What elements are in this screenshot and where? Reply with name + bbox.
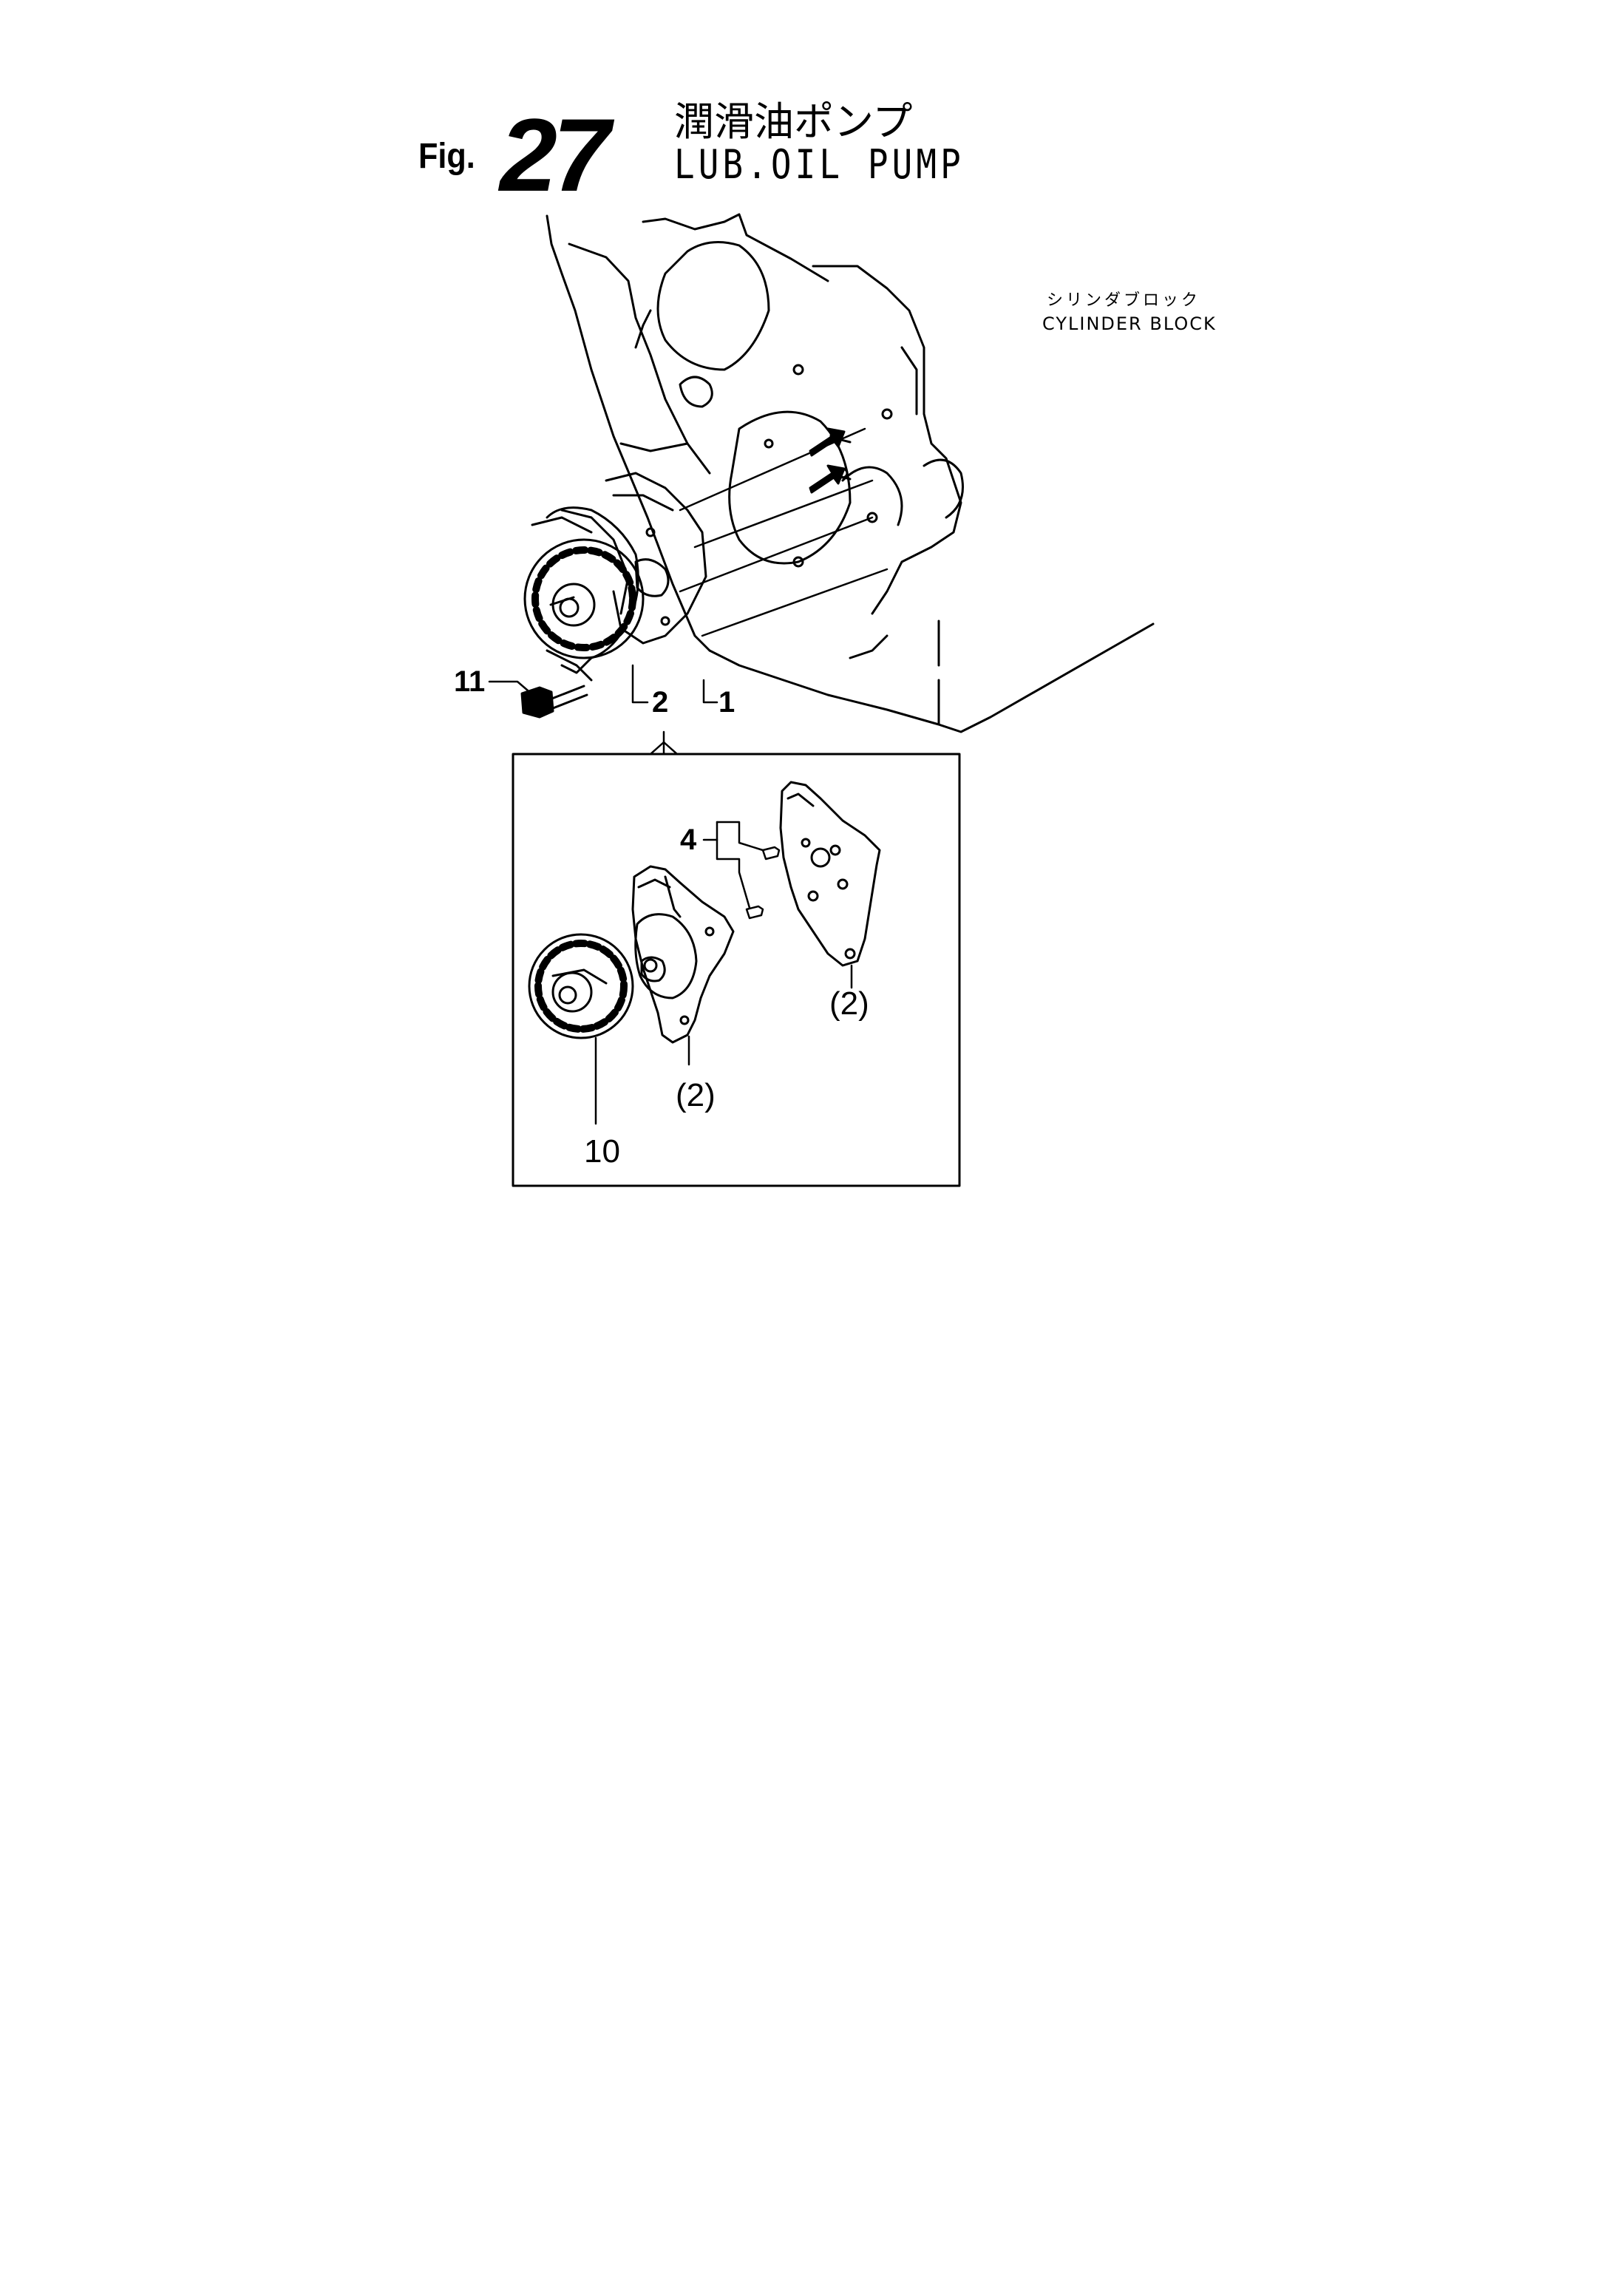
figure-number: 27 [500, 97, 611, 213]
callout-pump-assembly: 2 [652, 686, 669, 719]
assembly-leader-lines [679, 427, 889, 637]
callout-gasket: 1 [718, 686, 735, 719]
callout-body-ref: (2) [676, 1077, 716, 1113]
cylinder-block-label-en: CYLINDER BLOCK [1042, 313, 1217, 334]
callout-plate-ref: (2) [829, 985, 869, 1022]
dowel-pins-drawing [702, 821, 781, 920]
title-japanese: 潤滑油ポンプ [674, 98, 913, 145]
callout-gear: 10 [584, 1133, 620, 1170]
pump-gear-drawing [528, 933, 634, 1125]
exploded-detail-box [512, 753, 961, 1187]
figure-prefix: Fig. [418, 137, 475, 176]
gasket-plate-drawing [779, 781, 881, 989]
bolt-drawing [520, 685, 588, 719]
assembled-gear [523, 538, 645, 659]
title-english: LUB.OIL PUMP [674, 141, 965, 188]
callout-bolt: 11 [454, 665, 486, 698]
upper-callout-leaders [488, 664, 718, 704]
detail-bracket [649, 730, 679, 756]
pump-body-drawing [631, 865, 735, 1066]
callout-dowel-pins: 4 [680, 824, 697, 856]
assembled-oil-pump-drawing [523, 472, 707, 682]
cylinder-block-label-jp: シリンダブロック [1047, 291, 1201, 310]
